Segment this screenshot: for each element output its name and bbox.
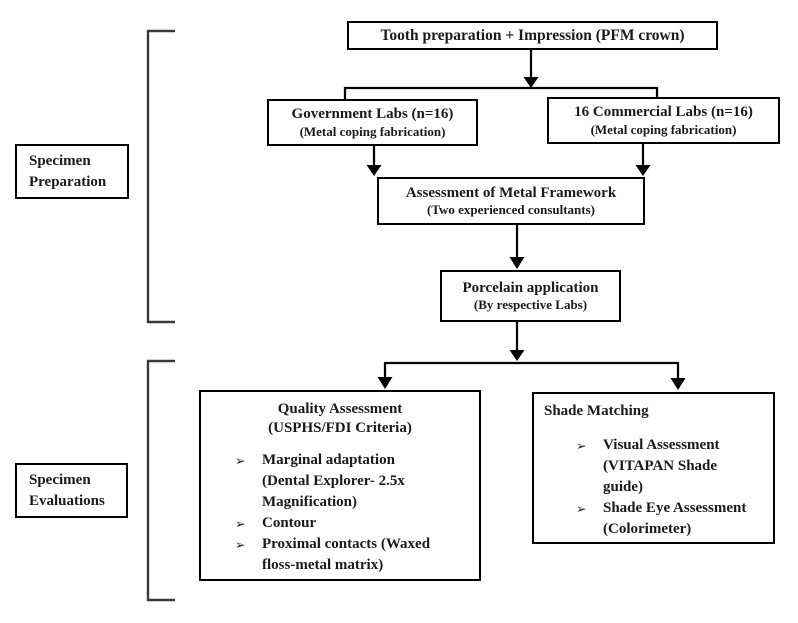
bullet-visual-assessment: ➢ Visual Assessment (VITAPAN Shade guide… xyxy=(576,435,773,498)
node-commercial-labs-title: 16 Commercial Labs (n=16) xyxy=(574,104,753,120)
node-metal-framework-assessment-title: Assessment of Metal Framework xyxy=(405,184,617,201)
node-quality-assessment-title: Quality Assessment xyxy=(277,401,403,417)
split-line-labs xyxy=(343,86,659,100)
bullet-marginal-adaptation: ➢ Marginal adaptation (Dental Explorer- … xyxy=(235,450,479,513)
arrow-porcelain-to-evaluation-split xyxy=(509,322,525,361)
bullet-proximal-contacts: ➢ Proximal contacts (Waxed floss-metal m… xyxy=(235,534,479,576)
arrow-bullet-icon: ➢ xyxy=(576,437,587,453)
bullet-shade-eye-assessment: ➢ Shade Eye Assessment (Colorimeter) xyxy=(576,498,773,540)
bullet-marginal-adaptation-text: Marginal adaptation (Dental Explorer- 2.… xyxy=(262,451,405,510)
shade-matching-bullet-list: ➢ Visual Assessment (VITAPAN Shade guide… xyxy=(576,435,773,540)
node-government-labs-subtitle: (Metal coping fabrication) xyxy=(299,123,446,139)
bullet-proximal-contacts-text: Proximal contacts (Waxed floss-metal mat… xyxy=(262,535,431,573)
quality-assessment-bullet-list: ➢ Marginal adaptation (Dental Explorer- … xyxy=(235,450,479,576)
node-porcelain-application-title: Porcelain application xyxy=(462,279,599,296)
node-commercial-labs: 16 Commercial Labs (n=16) (Metal coping … xyxy=(547,97,780,144)
section-label-specimen-evaluations: Specimen Evaluations xyxy=(15,463,128,518)
node-metal-framework-assessment: Assessment of Metal Framework (Two exper… xyxy=(377,177,645,225)
node-tooth-preparation-title: Tooth preparation + Impression (PFM crow… xyxy=(380,26,685,44)
bracket-specimen-preparation xyxy=(146,29,175,324)
arrow-assessment-to-porcelain xyxy=(509,225,525,269)
arrow-commercial-to-assessment xyxy=(635,144,651,176)
bullet-contour: ➢ Contour xyxy=(235,513,479,534)
node-porcelain-application: Porcelain application (By respective Lab… xyxy=(440,270,621,322)
arrow-bullet-icon: ➢ xyxy=(235,452,246,468)
bullet-shade-eye-assessment-text: Shade Eye Assessment (Colorimeter) xyxy=(603,499,747,537)
bullet-visual-assessment-text: Visual Assessment (VITAPAN Shade guide) xyxy=(603,436,720,495)
arrow-split-to-shade xyxy=(670,362,686,390)
section-label-specimen-preparation: Specimen Preparation xyxy=(15,144,129,199)
arrow-government-to-assessment xyxy=(366,146,382,176)
node-shade-matching: Shade Matching ➢ Visual Assessment (VITA… xyxy=(532,392,775,544)
node-quality-assessment: Quality Assessment (USPHS/FDI Criteria) … xyxy=(199,390,481,581)
bracket-specimen-evaluations xyxy=(146,359,175,602)
node-government-labs: Government Labs (n=16) (Metal coping fab… xyxy=(267,99,478,146)
node-government-labs-title: Government Labs (n=16) xyxy=(291,106,454,122)
bullet-contour-text: Contour xyxy=(262,514,317,531)
node-metal-framework-assessment-subtitle: (Two experienced consultants) xyxy=(426,202,596,218)
node-quality-assessment-subtitle: (USPHS/FDI Criteria) xyxy=(268,419,412,436)
arrow-bullet-icon: ➢ xyxy=(235,536,246,552)
node-commercial-labs-subtitle: (Metal coping fabrication) xyxy=(590,121,737,137)
arrow-bullet-icon: ➢ xyxy=(576,500,587,516)
node-shade-matching-title: Shade Matching xyxy=(544,403,649,419)
arrow-bullet-icon: ➢ xyxy=(235,515,246,531)
arrow-split-to-quality xyxy=(377,362,393,389)
node-tooth-preparation: Tooth preparation + Impression (PFM crow… xyxy=(347,21,718,50)
node-porcelain-application-subtitle: (By respective Labs) xyxy=(473,297,588,313)
arrow-tooth-to-labs-split xyxy=(523,50,539,88)
